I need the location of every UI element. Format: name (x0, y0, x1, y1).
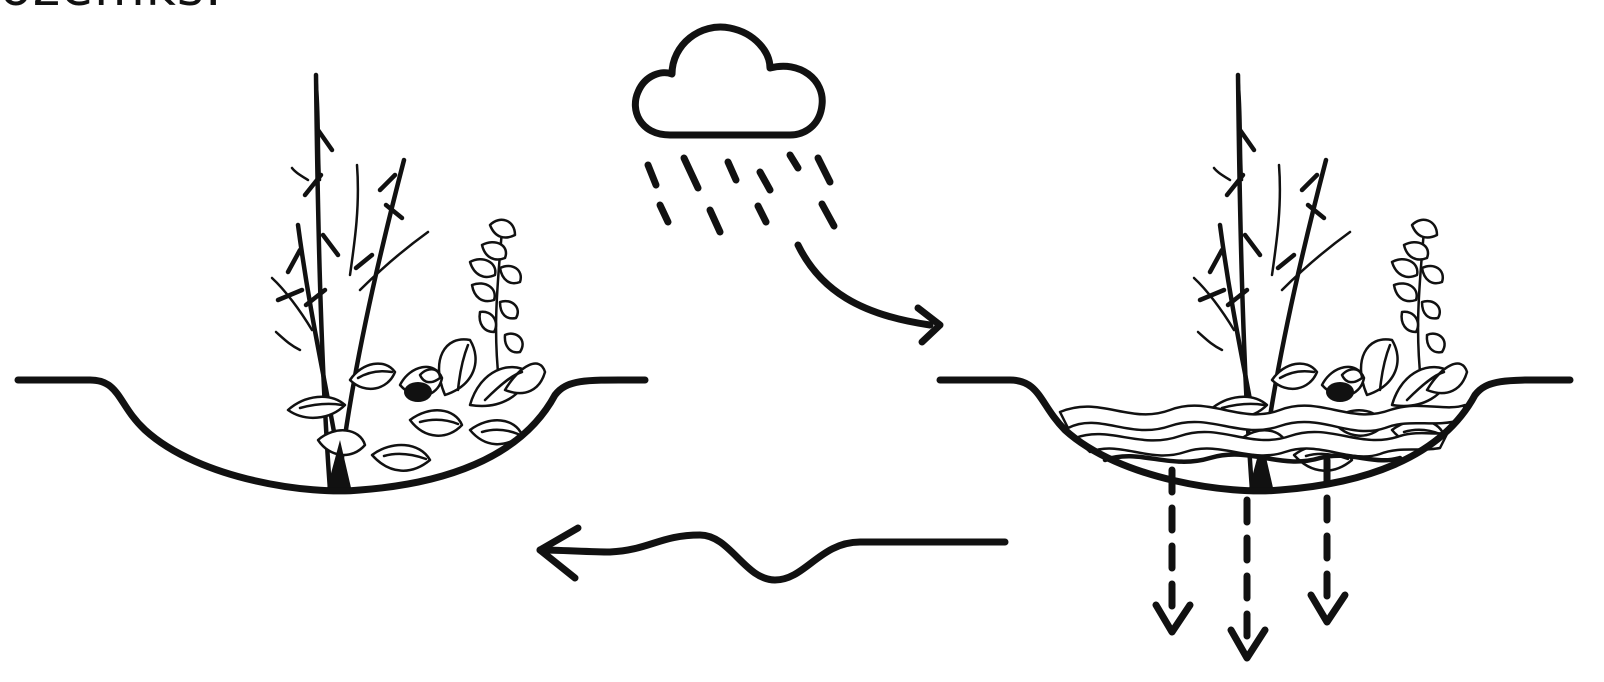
rain-cloud-icon (635, 27, 834, 232)
water-band-bottom (1105, 455, 1400, 462)
return-flow-arrow (540, 528, 1005, 580)
runoff-arrow (798, 245, 940, 342)
dry-planted-basin (18, 75, 645, 492)
plant-cluster-right (1194, 75, 1467, 492)
flooded-planted-basin (940, 75, 1570, 492)
plant-cluster-left (272, 75, 545, 492)
